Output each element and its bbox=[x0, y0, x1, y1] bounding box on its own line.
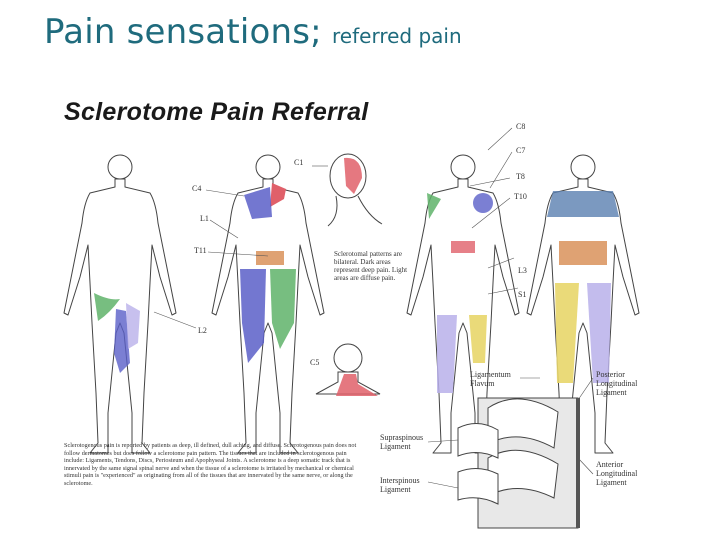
label-t10: T10 bbox=[514, 192, 527, 201]
label-c8: C8 bbox=[516, 122, 526, 131]
spine-illustration bbox=[457, 397, 580, 529]
label-interspinous-ligament: Interspinous Ligament bbox=[380, 476, 420, 494]
label-s1: S1 bbox=[518, 290, 527, 299]
label-l2: L2 bbox=[198, 326, 207, 335]
label-c4: C4 bbox=[192, 184, 202, 193]
slide-title-main: Pain sensations; bbox=[44, 12, 322, 52]
label-t8: T8 bbox=[516, 172, 525, 181]
head-profile-c1 bbox=[327, 153, 383, 227]
slide-title: Pain sensations; referred pain bbox=[44, 12, 462, 52]
label-c7: C7 bbox=[516, 146, 526, 155]
label-posterior-longitudinal-ligament: Posterior Longitudinal Ligament bbox=[596, 370, 638, 397]
label-t11: T11 bbox=[194, 246, 207, 255]
sclerotome-note: Sclerotomal patterns are bilateral. Dark… bbox=[334, 250, 408, 282]
body-back-center bbox=[211, 154, 325, 454]
slide-title-sub: referred pain bbox=[332, 24, 462, 48]
label-ligamentum-flavum: Ligamentum Flavum bbox=[470, 370, 511, 388]
label-supraspinous-ligament: Supraspinous Ligament bbox=[380, 433, 424, 451]
label-l3: L3 bbox=[518, 266, 527, 275]
sclerotome-figure: Sclerotome Pain Referral C1 C4 L1 T11 L2… bbox=[58, 78, 675, 538]
sclerotome-illustration bbox=[63, 127, 640, 529]
label-anterior-longitudinal-ligament: Anterior Longitudinal Ligament bbox=[596, 460, 638, 487]
body-front-right bbox=[406, 154, 520, 454]
label-l1: L1 bbox=[200, 214, 209, 223]
label-c5: C5 bbox=[310, 358, 320, 367]
leader-lines bbox=[153, 127, 594, 489]
neck-c5 bbox=[315, 343, 381, 396]
label-c1: C1 bbox=[294, 158, 304, 167]
body-front-left bbox=[63, 154, 177, 454]
body-back-right bbox=[526, 154, 640, 454]
figure-caption: Sclerotogenous pain is reported by patie… bbox=[64, 442, 357, 487]
figure-title: Sclerotome Pain Referral bbox=[64, 98, 369, 126]
